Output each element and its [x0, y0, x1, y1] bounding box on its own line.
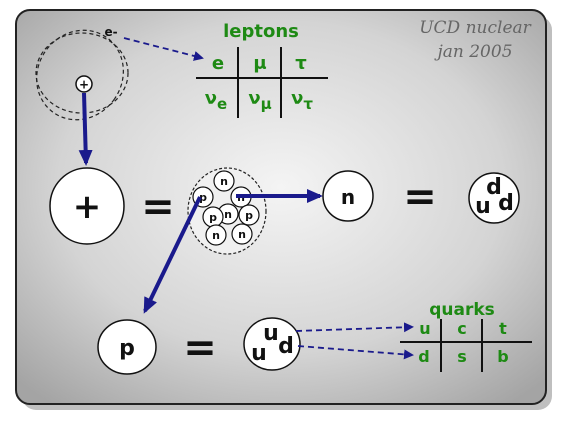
electron-orbit: [36, 29, 124, 121]
neutron-nucleon: [213, 170, 235, 192]
nucleon-label: n: [212, 229, 220, 242]
nucleon-label: p: [199, 191, 207, 204]
quark-cell: u: [419, 319, 430, 338]
atom: + e-: [35, 25, 129, 121]
nucleon-label: p: [245, 209, 253, 222]
electron-label: e-: [104, 25, 117, 39]
nucleon-label: n: [238, 228, 246, 241]
quarks-table: quarks u c t d s b: [400, 300, 532, 372]
nucleon-label: n: [224, 208, 232, 221]
atom-nucleus-sign: +: [79, 78, 89, 92]
nucleus-to-proton-arrow: [143, 196, 202, 314]
proton-nucleon: [238, 204, 260, 226]
neutron-nucleon: [231, 223, 253, 245]
neutron-quark: d: [498, 191, 514, 216]
neutron-nucleon: [205, 224, 227, 246]
neutron-quark-circle: [468, 172, 520, 224]
nucleus-plus-sign: +: [73, 187, 102, 227]
neutrino-cell: ντ: [291, 88, 313, 113]
stamp-line-2: jan 2005: [433, 42, 512, 62]
proton-to-quarks-arrow: [297, 345, 414, 360]
proton-quark: d: [278, 334, 294, 359]
proton-quark: u: [251, 341, 267, 366]
quark-cell: d: [418, 347, 429, 366]
quark-cell: c: [457, 319, 466, 338]
neutron-quark: d: [486, 175, 502, 200]
proton-quark: u: [263, 321, 279, 346]
stamp-line-1: UCD nuclear: [419, 18, 531, 38]
proton-quark-circle: [243, 317, 301, 371]
equals-sign: =: [141, 184, 175, 230]
lepton-cell: e: [212, 53, 224, 74]
proton-circle: [97, 319, 157, 375]
leptons-title: leptons: [223, 21, 299, 42]
neutron-circle: [322, 170, 374, 222]
electron-orbit: [35, 32, 129, 114]
quarks-title: quarks: [429, 300, 495, 320]
equals-sign: =: [403, 174, 437, 220]
nucleon-label: n: [220, 175, 228, 188]
leptons-table: leptons e μ τ νe νμ ντ: [196, 21, 328, 118]
neutrino-cell: νμ: [248, 88, 271, 113]
lepton-cell: τ: [295, 53, 307, 74]
equals-sign: =: [183, 325, 217, 371]
nucleus-plus-circle: [49, 167, 125, 245]
lepton-cell: μ: [253, 53, 266, 74]
electron-to-leptons-arrow: [123, 37, 204, 61]
nucleon-label: p: [209, 211, 217, 224]
proton-label: p: [119, 336, 135, 361]
neutron-quark: u: [475, 194, 491, 219]
neutron-label: n: [341, 185, 355, 209]
neutrino-cell: νe: [205, 88, 227, 113]
atom-nucleus: [75, 75, 93, 93]
quark-cell: s: [457, 347, 467, 366]
quark-cell: t: [499, 319, 507, 338]
nucleon-group: nnpnppnn: [192, 170, 260, 246]
atom-to-nucleus-arrow: [78, 92, 93, 166]
quark-cell: b: [497, 347, 508, 366]
